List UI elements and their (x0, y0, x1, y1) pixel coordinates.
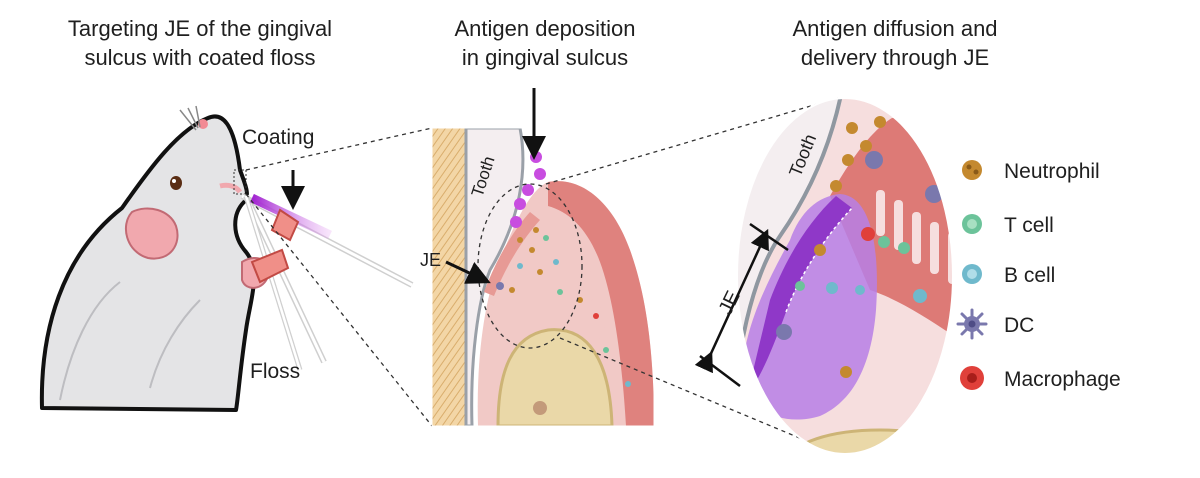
panel-1-title-line1: Targeting JE of the gingival (67, 16, 333, 41)
neutrophil-icon (962, 160, 982, 180)
legend-label-t-cell: T cell (1004, 214, 1054, 237)
legend-macrophage: Macrophage (960, 366, 1121, 391)
zoom-lines-1 (245, 127, 433, 427)
floss-label: Floss (250, 360, 300, 383)
je-arrow-2 (445, 260, 491, 284)
panel-3-title: Antigen diffusion and delivery through J… (745, 14, 1045, 72)
panel-3-title-line2: delivery through JE (800, 45, 990, 70)
floss-strands (240, 193, 414, 371)
zoom-lines-2 (545, 97, 839, 455)
legend-t-cell: T cell (962, 214, 1054, 237)
panel-2-title-line2: in gingival sulcus (461, 45, 629, 70)
zoomed-je-view (737, 98, 953, 454)
tissue-cells (496, 227, 631, 387)
legend-label-dc: DC (1004, 314, 1034, 337)
panel-1-title-line2: sulcus with coated floss (84, 45, 316, 70)
panel-1-title: Targeting JE of the gingival sulcus with… (20, 14, 380, 72)
legend-label-b-cell: B cell (1004, 264, 1055, 287)
legend-b-cell: B cell (962, 264, 1055, 287)
mouse-illustration (39, 105, 270, 412)
legend-label-macrophage: Macrophage (1004, 368, 1121, 391)
legend-dc: DC (956, 308, 1034, 340)
panel-2-title: Antigen deposition in gingival sulcus (420, 14, 670, 72)
je-label-2: JE (420, 250, 441, 270)
coating-label: Coating (242, 126, 314, 149)
gingival-section (432, 128, 654, 426)
panel-2-title-line1: Antigen deposition (454, 16, 636, 41)
mouse-hand (250, 208, 300, 284)
zoom-circle-2 (477, 183, 583, 349)
legend: Neutrophil T cell B cell DC Macrophage (956, 160, 1121, 391)
legend-label-neutrophil: Neutrophil (1004, 160, 1100, 183)
legend-neutrophil: Neutrophil (962, 160, 1100, 183)
panel-3-title-line1: Antigen diffusion and (792, 16, 998, 41)
je-dimension-arrow (694, 222, 789, 387)
